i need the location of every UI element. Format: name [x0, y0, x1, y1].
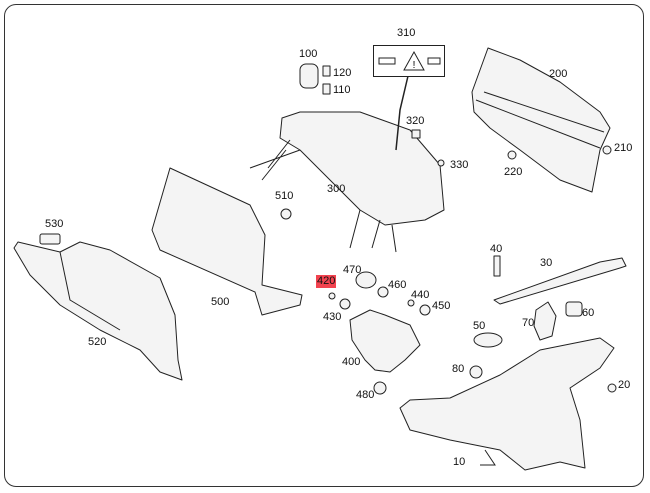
warning-triangle-icon: ! [378, 50, 441, 71]
callout-100: 100 [299, 48, 318, 60]
part-500-partition [151, 167, 303, 316]
callout-440: 440 [411, 289, 430, 301]
part-10-lower-trim [399, 337, 615, 471]
part-50-plate [473, 332, 503, 348]
callout-430: 430 [323, 311, 342, 323]
part-530-clip [39, 233, 61, 245]
callout-450: 450 [432, 300, 451, 312]
part-70-latch [533, 301, 557, 341]
part-200-trim-panel [471, 47, 611, 193]
callout-520: 520 [88, 336, 107, 348]
diagram-frame [4, 4, 644, 487]
callout-60: 60 [582, 307, 595, 319]
warning-label-310: ! [373, 45, 445, 77]
callout-50: 50 [473, 320, 486, 332]
callout-460: 460 [388, 279, 407, 291]
callout-200: 200 [549, 68, 568, 80]
callout-320: 320 [406, 115, 425, 127]
callout-510: 510 [275, 190, 294, 202]
callout-110: 110 [333, 84, 351, 96]
callout-330: 330 [450, 159, 469, 171]
callout-20: 20 [618, 379, 631, 391]
callout-310: 310 [397, 27, 416, 39]
callout-80: 80 [452, 363, 465, 375]
callout-400: 400 [342, 356, 361, 368]
part-400-bracket [349, 309, 421, 373]
callout-30: 30 [540, 257, 553, 269]
callout-120: 120 [333, 67, 352, 79]
part-520-floor-panel [13, 241, 183, 381]
svg-text:!: ! [413, 60, 416, 71]
callout-480: 480 [356, 389, 375, 401]
callout-70: 70 [522, 317, 535, 329]
part-300-cover [279, 111, 445, 226]
callout-530: 530 [45, 218, 64, 230]
part-100-light [299, 63, 319, 89]
callout-220: 220 [504, 166, 523, 178]
callout-420-highlighted: 420 [316, 275, 337, 288]
callout-300: 300 [327, 183, 346, 195]
part-60-stop [565, 301, 583, 317]
callout-10: 10 [453, 456, 466, 468]
part-30-strip [493, 257, 627, 305]
callout-40: 40 [490, 243, 503, 255]
callout-500: 500 [211, 296, 230, 308]
callout-470: 470 [343, 264, 362, 276]
callout-210: 210 [614, 142, 633, 154]
